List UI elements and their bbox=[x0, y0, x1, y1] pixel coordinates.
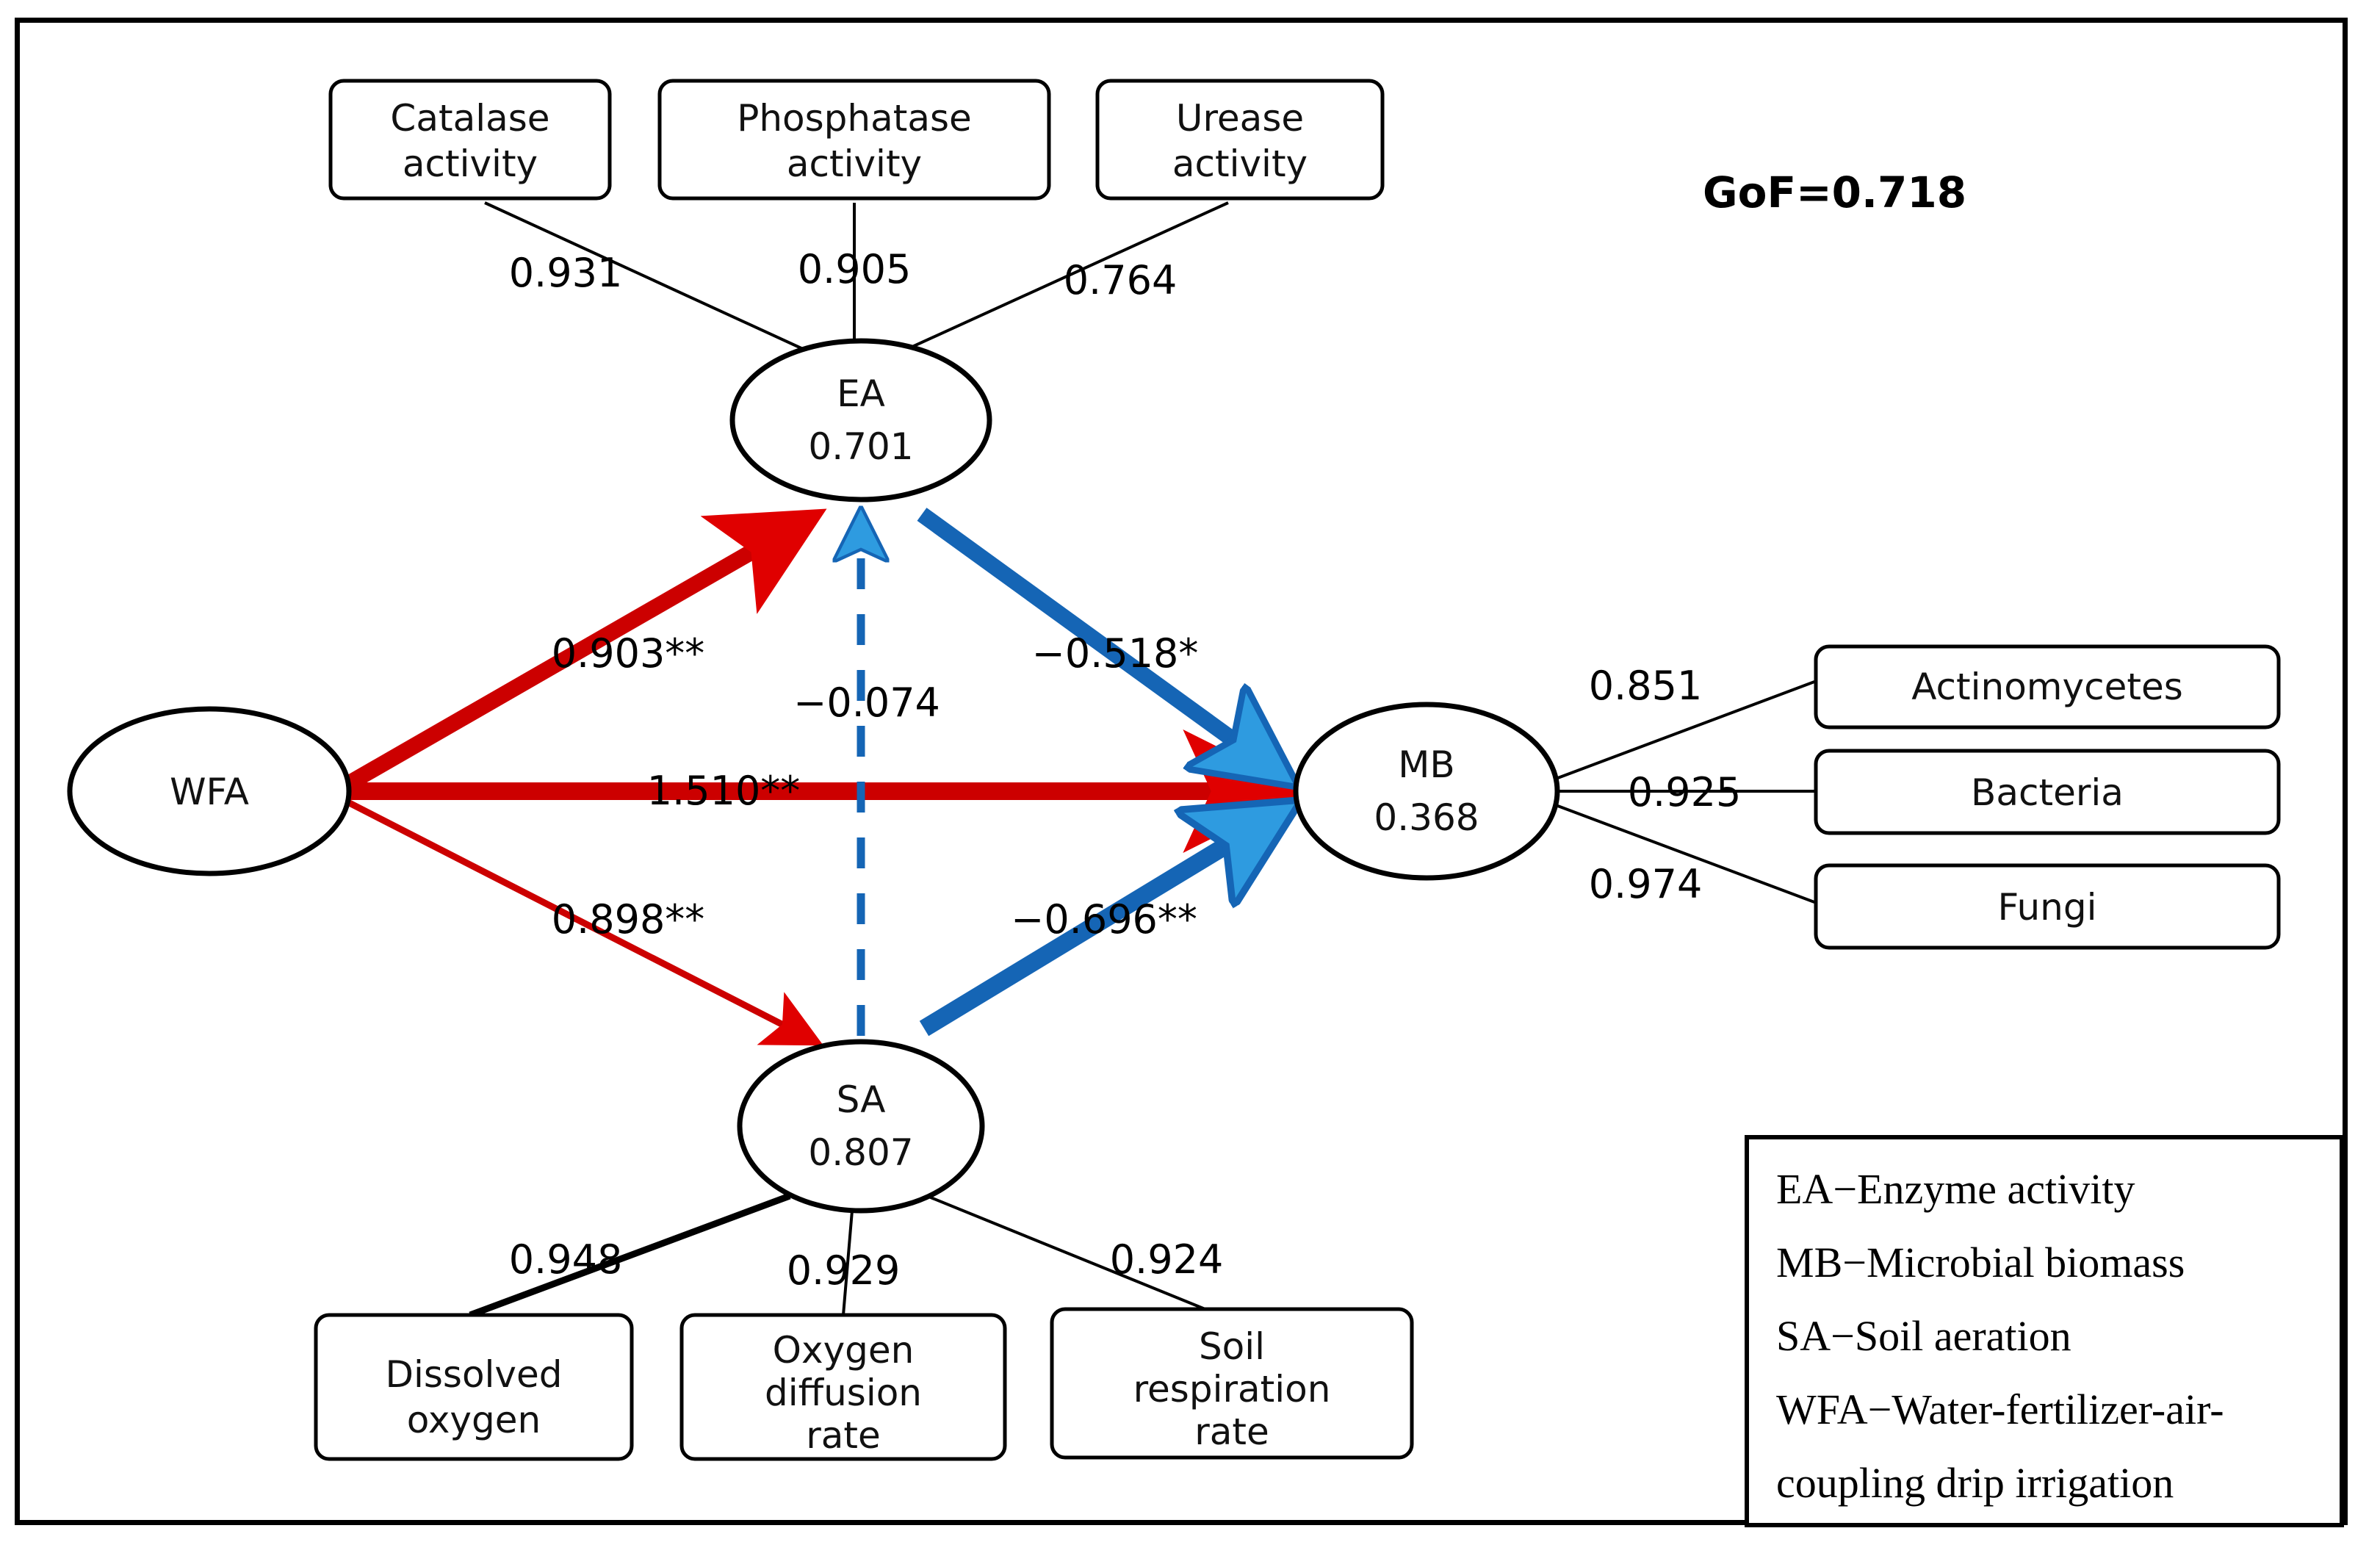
indicator-box-urease-rect bbox=[1095, 79, 1385, 201]
loading-mb-bacteria: 0.925 bbox=[1628, 769, 1742, 815]
coef-sa-to-mb: −0.696** bbox=[1011, 896, 1197, 943]
indicator-box-urease-line2: activity bbox=[1172, 143, 1308, 185]
link-mb-fungi bbox=[1555, 804, 1815, 904]
indicator-box-fungi[interactable]: Fungi bbox=[1814, 863, 2281, 950]
coef-ea-to-mb: −0.518* bbox=[1032, 630, 1199, 677]
loading-mb-fungi: 0.974 bbox=[1589, 861, 1703, 907]
loading-phosphatase-ea: 0.905 bbox=[798, 246, 912, 292]
indicator-box-soil-respiration-line2: respiration bbox=[1133, 1368, 1331, 1411]
link-sa-soil-respiration bbox=[926, 1195, 1211, 1313]
gof-value: GoF=0.718 bbox=[1703, 167, 1966, 217]
indicator-box-catalase[interactable]: Catalase activity bbox=[328, 79, 612, 201]
coef-sa-to-ea: −0.074 bbox=[793, 680, 940, 726]
path-wfa-to-sa bbox=[336, 793, 824, 1046]
indicator-box-dissolved-oxygen[interactable]: Dissolved oxygen bbox=[314, 1313, 634, 1461]
latent-node-wfa-ellipse bbox=[67, 706, 352, 876]
indicator-box-phosphatase-rect bbox=[657, 79, 1051, 201]
indicator-box-phosphatase-line1: Phosphatase bbox=[737, 97, 972, 140]
latent-node-mb[interactable]: MB 0.368 bbox=[1293, 702, 1560, 881]
loading-sa-dissolved-oxygen: 0.948 bbox=[509, 1236, 623, 1283]
indicator-box-bacteria-rect bbox=[1814, 749, 2281, 835]
indicator-box-phosphatase[interactable]: Phosphatase activity bbox=[657, 79, 1051, 201]
loading-urease-ea: 0.764 bbox=[1064, 257, 1178, 303]
path-sa-to-mb bbox=[919, 812, 1282, 1037]
indicator-box-catalase-line1: Catalase bbox=[390, 97, 549, 140]
indicator-box-soil-respiration-line3: rate bbox=[1194, 1411, 1269, 1453]
link-mb-actinomycetes bbox=[1555, 680, 1815, 780]
coef-wfa-to-ea: 0.903** bbox=[552, 630, 705, 677]
indicator-box-phosphatase-line2: activity bbox=[787, 143, 922, 185]
latent-node-sa-label: SA bbox=[837, 1078, 886, 1121]
indicator-box-fungi-label: Fungi bbox=[1997, 886, 2096, 929]
latent-node-sa[interactable]: SA 0.807 bbox=[737, 1039, 985, 1214]
link-sa-dissolved-oxygen bbox=[469, 1192, 791, 1319]
latent-node-ea-label: EA bbox=[837, 372, 885, 415]
indicator-box-soil-respiration-rect bbox=[1050, 1307, 1414, 1460]
link-urease-ea bbox=[879, 201, 1229, 363]
link-catalase-ea bbox=[484, 201, 831, 363]
coef-wfa-to-mb: 1.510** bbox=[647, 768, 801, 814]
latent-node-ea-value: 0.701 bbox=[808, 425, 913, 468]
legend-line-ea: EA−Enzyme activity bbox=[1776, 1165, 2135, 1213]
path-ea-to-mb bbox=[917, 508, 1282, 775]
indicator-box-urease[interactable]: Urease activity bbox=[1095, 79, 1385, 201]
indicator-box-catalase-rect bbox=[328, 79, 612, 201]
latent-node-ea-ellipse bbox=[729, 338, 992, 502]
legend-panel: EA−Enzyme activity MB−Microbial biomass … bbox=[1745, 1135, 2344, 1527]
indicator-box-actinomycetes-rect bbox=[1814, 644, 2281, 729]
loading-sa-oxygen-diffusion: 0.929 bbox=[787, 1247, 901, 1294]
coef-wfa-to-sa: 0.898** bbox=[552, 896, 705, 943]
latent-node-sa-ellipse bbox=[737, 1039, 985, 1214]
indicator-box-dissolved-oxygen-line2: oxygen bbox=[407, 1399, 541, 1441]
indicator-box-urease-line1: Urease bbox=[1176, 97, 1304, 140]
latent-node-wfa-label: WFA bbox=[170, 771, 249, 813]
loading-sa-soil-respiration: 0.924 bbox=[1110, 1236, 1224, 1283]
legend-line-sa: SA−Soil aeration bbox=[1776, 1312, 2071, 1360]
indicator-box-actinomycetes-label: Actinomycetes bbox=[1911, 666, 2183, 708]
legend-line-wfa-2: coupling drip irrigation bbox=[1776, 1459, 2174, 1507]
indicator-box-catalase-line2: activity bbox=[403, 143, 538, 185]
indicator-box-bacteria[interactable]: Bacteria bbox=[1814, 749, 2281, 835]
indicator-box-oxygen-diffusion[interactable]: Oxygen diffusion rate bbox=[679, 1313, 1007, 1461]
legend-line-mb: MB−Microbial biomass bbox=[1776, 1239, 2185, 1286]
latent-node-ea[interactable]: EA 0.701 bbox=[729, 338, 992, 502]
indicator-box-bacteria-label: Bacteria bbox=[1971, 771, 2124, 814]
indicator-box-oxygen-diffusion-rect bbox=[679, 1313, 1007, 1461]
latent-node-mb-ellipse bbox=[1293, 702, 1560, 881]
loading-catalase-ea: 0.931 bbox=[509, 250, 623, 296]
indicator-box-fungi-rect bbox=[1814, 863, 2281, 950]
path-wfa-to-ea bbox=[333, 508, 827, 797]
indicator-box-oxygen-diffusion-line1: Oxygen bbox=[773, 1329, 915, 1372]
latent-node-mb-value: 0.368 bbox=[1374, 796, 1479, 839]
indicator-box-oxygen-diffusion-line2: diffusion bbox=[765, 1372, 922, 1414]
indicator-box-dissolved-oxygen-line1: Dissolved bbox=[385, 1353, 562, 1396]
indicator-box-dissolved-oxygen-rect bbox=[314, 1313, 634, 1461]
indicator-box-actinomycetes[interactable]: Actinomycetes bbox=[1814, 644, 2281, 729]
latent-node-wfa[interactable]: WFA bbox=[67, 706, 352, 876]
indicator-box-oxygen-diffusion-line3: rate bbox=[806, 1414, 881, 1457]
loading-mb-actinomycetes: 0.851 bbox=[1589, 663, 1703, 709]
indicator-box-soil-respiration-line1: Soil bbox=[1199, 1325, 1265, 1368]
legend-line-wfa-1: WFA−Water-fertilizer-air- bbox=[1776, 1386, 2224, 1433]
link-sa-oxygen-diffusion bbox=[842, 1210, 854, 1316]
latent-node-mb-label: MB bbox=[1398, 743, 1454, 786]
legend-panel-rect bbox=[1745, 1135, 2344, 1527]
indicator-box-soil-respiration[interactable]: Soil respiration rate bbox=[1050, 1307, 1414, 1460]
latent-node-sa-value: 0.807 bbox=[808, 1131, 913, 1174]
